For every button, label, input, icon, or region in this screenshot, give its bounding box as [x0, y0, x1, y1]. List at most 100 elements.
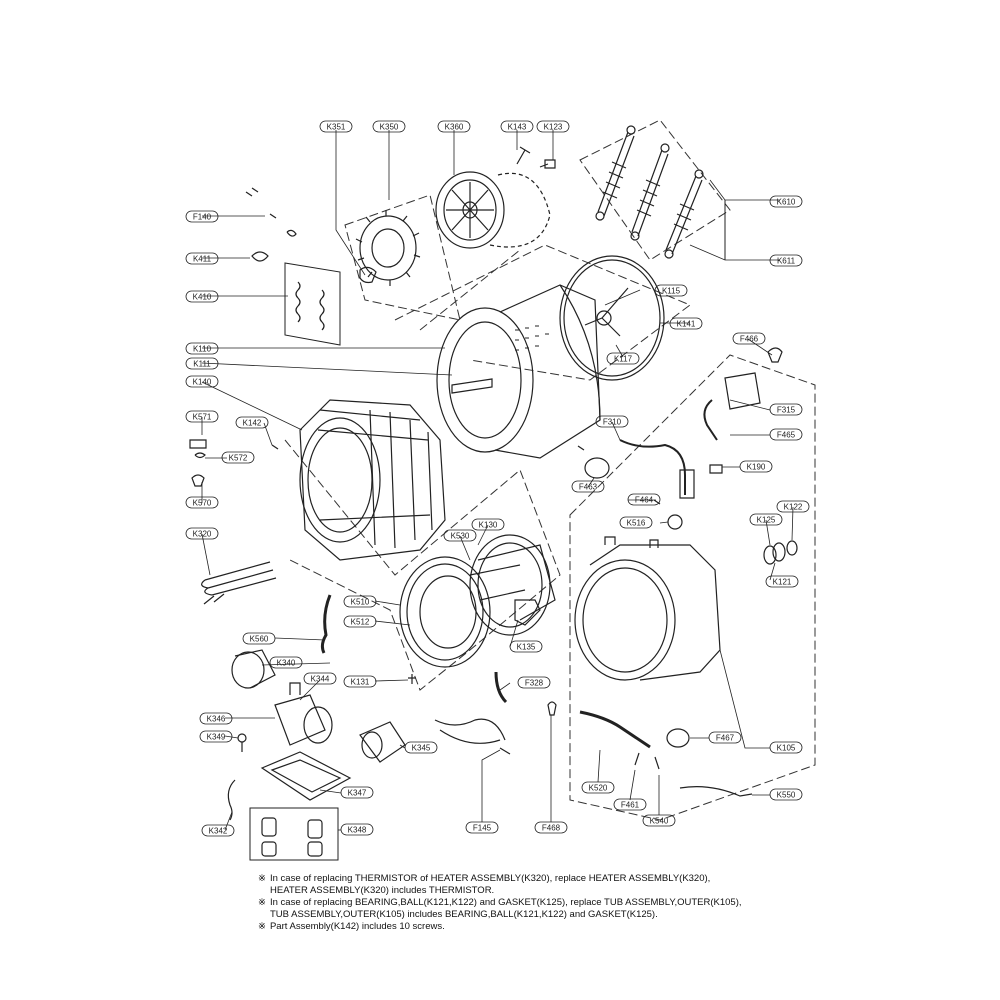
label-K348: K348 [348, 826, 367, 835]
label-K611: K611 [777, 257, 796, 266]
cap-part-2 [666, 728, 690, 748]
label-K347: K347 [348, 789, 367, 798]
part-label-texts: K351 K350 K360 K143 K123 K610 K611 F140 … [193, 123, 803, 836]
label-K512: K512 [351, 618, 370, 627]
parts-art [189, 125, 798, 857]
label-F461: F461 [621, 801, 640, 810]
sensor-part [359, 266, 377, 284]
label-F463: F463 [579, 483, 598, 492]
label-K571: K571 [193, 413, 212, 422]
label-K190: K190 [747, 463, 766, 472]
heater-part [201, 561, 277, 605]
footnote-1: ※In case of replacing THERMISTOR of HEAT… [258, 873, 710, 896]
label-K140: K140 [193, 378, 212, 387]
label-K135: K135 [517, 643, 536, 652]
label-F467: F467 [716, 734, 735, 743]
front-tub-part [299, 399, 446, 561]
label-K510: K510 [351, 598, 370, 607]
label-K530: K530 [451, 532, 470, 541]
label-K130: K130 [479, 521, 498, 530]
rotor-part [435, 171, 551, 249]
label-K560: K560 [250, 635, 269, 644]
harness-part [434, 718, 511, 755]
hose-part [320, 594, 332, 654]
clip-part-2 [547, 701, 557, 716]
label-K115: K115 [662, 287, 681, 296]
outer-tub-part [574, 536, 721, 681]
bolt-part [516, 146, 531, 165]
label-K344: K344 [311, 675, 330, 684]
label-K410: K410 [193, 293, 212, 302]
label-F315: F315 [777, 406, 796, 415]
wire-part [227, 779, 236, 821]
label-F466: F466 [740, 335, 759, 344]
label-K105: K105 [777, 744, 796, 753]
label-F310: F310 [603, 418, 622, 427]
label-K349: K349 [207, 733, 226, 742]
label-K346: K346 [207, 715, 226, 724]
label-K117: K117 [614, 355, 633, 364]
label-K111: K111 [193, 360, 211, 369]
label-K122: K122 [784, 503, 803, 512]
label-K540: K540 [650, 817, 669, 826]
note-text: In case of replacing BEARING,BALL(K121,K… [269, 897, 742, 908]
label-K110: K110 [193, 345, 212, 354]
hose-part-2 [494, 671, 508, 704]
spider-part [559, 255, 665, 381]
damper-parts [595, 125, 704, 259]
hose-part-3 [579, 710, 651, 749]
drain-hose-part [619, 372, 761, 499]
label-K360: K360 [445, 123, 464, 132]
label-K570: K570 [193, 499, 212, 508]
label-K520: K520 [589, 784, 608, 793]
pump-assembly-part [237, 682, 406, 801]
label-K350: K350 [380, 123, 399, 132]
label-K342: K342 [209, 827, 228, 836]
label-K143: K143 [508, 123, 527, 132]
leader-lines [201, 130, 794, 831]
screw-part-2 [408, 674, 416, 684]
note-text-continued: TUB ASSEMBLY,OUTER(K105) includes BEARIN… [270, 908, 658, 920]
sensor-parts [189, 439, 207, 487]
clip-part-3 [767, 347, 783, 363]
screw-part-4 [634, 752, 660, 770]
label-K550: K550 [777, 791, 796, 800]
door-seal-part [399, 534, 556, 668]
bracket-boxes [249, 200, 726, 861]
label-K572: K572 [229, 454, 248, 463]
sensor-part-2 [709, 464, 723, 474]
label-K123: K123 [544, 123, 563, 132]
part-labels [185, 120, 810, 837]
note-symbol: ※ [258, 921, 266, 932]
springs-part [295, 281, 325, 331]
note-symbol: ※ [258, 897, 266, 908]
note-text: In case of replacing THERMISTOR of HEATE… [269, 873, 711, 884]
label-F465: F465 [777, 431, 796, 440]
note-text: Part Assembly(K142) includes 10 screws. [269, 921, 445, 932]
label-K610: K610 [777, 198, 796, 207]
clamp-part [514, 599, 541, 626]
label-K125: K125 [757, 516, 776, 525]
label-K131: K131 [351, 678, 370, 687]
pump-motor-part [231, 649, 276, 689]
label-K121: K121 [773, 578, 792, 587]
label-K411: K411 [193, 255, 212, 264]
label-K351: K351 [327, 123, 346, 132]
label-F468: F468 [542, 824, 561, 833]
label-F145: F145 [473, 824, 492, 833]
label-F140: F140 [193, 213, 212, 222]
footnote-2: ※In case of replacing BEARING,BALL(K121,… [258, 897, 742, 920]
bearing-parts [763, 540, 798, 565]
cap-part [584, 457, 610, 479]
filter-parts [261, 817, 323, 857]
screw-part-3 [577, 445, 661, 505]
washer-part [539, 159, 556, 169]
footnote-3: ※Part Assembly(K142) includes 10 screws. [258, 921, 445, 933]
inner-drum-part [436, 284, 601, 459]
label-K516: K516 [627, 519, 646, 528]
stator-part [355, 210, 421, 286]
screw-part [271, 444, 279, 450]
label-F464: F464 [635, 496, 654, 505]
label-K320: K320 [193, 530, 212, 539]
